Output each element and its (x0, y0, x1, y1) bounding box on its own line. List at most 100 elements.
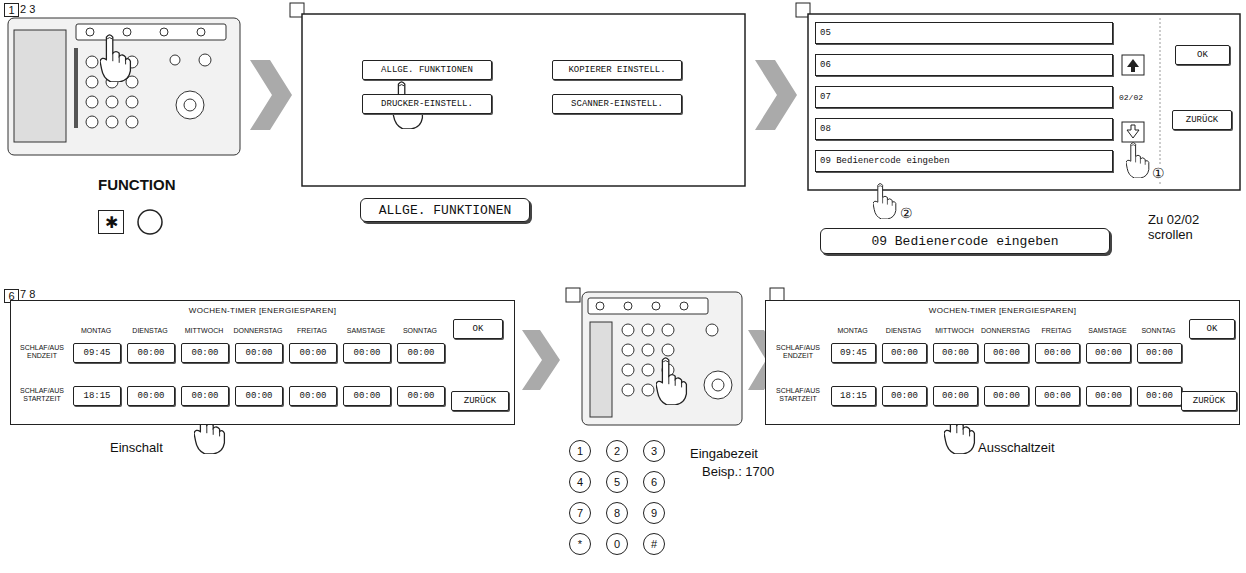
node-text: * (578, 538, 582, 550)
time-cell: ZURÜCK (1181, 391, 1237, 411)
caption-text: Einschalt (110, 440, 163, 455)
page-indicator: 02/02 (1119, 93, 1143, 102)
list-row: 06 (815, 54, 1113, 76)
node-text: 5 (614, 476, 620, 488)
weekday-label: FREITAG (1042, 327, 1072, 334)
time-cell: 18:15 (73, 386, 121, 406)
node-text: 00:00 (942, 348, 969, 358)
time-cell: 00:00 (235, 386, 283, 406)
step-arrow (250, 60, 292, 130)
time-cell: 00:00 (397, 386, 445, 406)
node-text: ZURÜCK (464, 396, 496, 406)
weekday-label: FREITAG (297, 327, 327, 334)
time-cell: 09:45 (831, 343, 876, 363)
node-text: 00:00 (891, 391, 918, 401)
hand (873, 184, 896, 219)
node-text: 09 Bedienercode eingeben (871, 234, 1058, 249)
weekday-label: DIENSTAG (886, 327, 921, 334)
time-cell: 18:15 (831, 386, 876, 406)
time-cell: ZURÜCK (451, 391, 509, 411)
node-text: 00:00 (1146, 391, 1173, 401)
time-cell: 00:00 (882, 386, 927, 406)
step-number: 2 3 (20, 3, 35, 15)
keypad-key: 4 (569, 471, 591, 493)
caption-text: Beisp.: 1700 (702, 464, 774, 479)
node-text: SCANNER-EINSTELL. (571, 99, 663, 109)
keypad-key: * (569, 533, 591, 555)
timer-screen: WOCHEN-TIMER [ENERGIESPAREN]09:4500:0000… (10, 300, 515, 425)
node-text: OK (473, 324, 484, 334)
step-number: 1 (4, 3, 19, 17)
keypad-key: 3 (643, 440, 665, 462)
weekday-label: DONNERSTAG (981, 327, 1030, 334)
node-text: 1 (8, 4, 14, 16)
node-text: 00:00 (407, 391, 434, 401)
weekday-label: SONNTAG (1141, 327, 1175, 334)
node-text: OK (1207, 324, 1218, 334)
keypad-key: 8 (606, 502, 628, 524)
time-cell: 09:45 (73, 343, 121, 363)
node-text: 0 (614, 538, 620, 550)
node-text: 00:00 (299, 348, 326, 358)
node-text: 9 (651, 507, 657, 519)
hand (656, 358, 686, 405)
time-cell: 00:00 (984, 343, 1029, 363)
screen-button: OK (1175, 45, 1230, 65)
node-text: 00:00 (1095, 348, 1122, 358)
keypad-key: 1 (569, 440, 591, 462)
key-symbol: ✱ (98, 210, 124, 234)
keypad-key: 0 (606, 533, 628, 555)
node-text: 00:00 (353, 391, 380, 401)
weekday-label: SAMSTAGE (1088, 327, 1126, 334)
caption-text: Zu 02/02 scrollen (1148, 212, 1230, 242)
node-text: ✱ (105, 213, 118, 232)
node-text: 2 (614, 445, 620, 457)
screen-button: DRUCKER-EINSTELL. (362, 94, 492, 114)
weekday-label: SAMSTAGE (347, 327, 385, 334)
keypad-key: 9 (643, 502, 665, 524)
time-cell: 00:00 (181, 386, 229, 406)
step-arrow (522, 330, 560, 390)
time-cell: 00:00 (343, 386, 391, 406)
screen-button: SCANNER-EINSTELL. (552, 94, 682, 114)
list-row: 05 (815, 22, 1113, 44)
node-text: 18:15 (840, 391, 867, 401)
node-text: KOPIERER EINSTELL. (568, 65, 665, 75)
node-text: 00:00 (191, 391, 218, 401)
weekday-label: DIENSTAG (132, 327, 167, 334)
time-cell: 00:00 (882, 343, 927, 363)
node-text: DRUCKER-EINSTELL. (381, 99, 473, 109)
time-cell: OK (1189, 319, 1235, 339)
node-text: ALLGE. FUNKTIONEN (379, 203, 512, 218)
time-cell: 00:00 (984, 386, 1029, 406)
keypad-key: # (643, 533, 665, 555)
node-text: 1 (577, 445, 583, 457)
screen-frame (808, 14, 1240, 190)
time-cell: 00:00 (127, 386, 175, 406)
node-text: 00:00 (1095, 391, 1122, 401)
weekday-label: MITTWOCH (185, 327, 224, 334)
node-text: 09 Bedienercode eingeben (820, 156, 950, 166)
row-label: SCHLAF/AUS STARTZEIT (14, 387, 70, 403)
time-cell: 00:00 (1086, 386, 1131, 406)
time-cell: 00:00 (181, 343, 229, 363)
node-text: 00:00 (245, 391, 272, 401)
time-cell: OK (453, 319, 503, 339)
time-cell: 00:00 (397, 343, 445, 363)
time-cell: 00:00 (235, 343, 283, 363)
time-cell: 00:00 (1137, 343, 1182, 363)
screen-title: WOCHEN-TIMER [ENERGIESPAREN] (766, 306, 1239, 315)
node-text: ZURÜCK (1186, 115, 1218, 125)
row-label: SCHLAF/AUS ENDZEIT (14, 344, 70, 360)
node-text: 00:00 (407, 348, 434, 358)
node-text: 07 (820, 92, 831, 102)
node-text: 00:00 (891, 348, 918, 358)
node-text: 8 (614, 507, 620, 519)
time-cell: 00:00 (127, 343, 175, 363)
callout-box: ALLGE. FUNKTIONEN (360, 198, 530, 222)
row-label: SCHLAF/AUS ENDZEIT (769, 344, 827, 360)
time-cell: 00:00 (933, 343, 978, 363)
divider (1160, 18, 1161, 186)
node-text: 08 (820, 124, 831, 134)
node-text: # (651, 538, 657, 550)
